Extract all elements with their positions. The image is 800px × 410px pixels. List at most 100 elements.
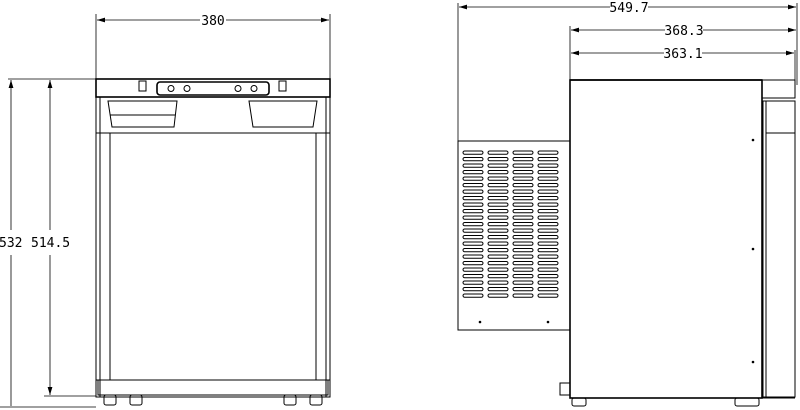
left-handle — [107, 100, 178, 128]
vent-slot — [537, 287, 559, 292]
vent-slot — [462, 189, 484, 194]
vent-slot — [487, 183, 509, 188]
vent-slot — [512, 235, 534, 240]
vent-slot — [537, 235, 559, 240]
vent-slot — [462, 196, 484, 201]
vent-slot — [462, 183, 484, 188]
vent-slot — [537, 209, 559, 214]
vent-slot — [487, 157, 509, 162]
foot — [734, 397, 760, 407]
vent-slot — [462, 176, 484, 181]
vent-slot — [537, 248, 559, 253]
knob-icon — [250, 85, 258, 92]
vent-slot — [462, 280, 484, 285]
vent-slot — [512, 228, 534, 233]
vent-slot — [512, 215, 534, 220]
vent-slot — [487, 222, 509, 227]
vent-slot — [512, 261, 534, 266]
vent-slot — [512, 163, 534, 168]
vent-slot — [537, 170, 559, 175]
vent-slot — [487, 176, 509, 181]
foot — [103, 394, 117, 406]
vent-slot — [537, 157, 559, 162]
vent-slot — [512, 170, 534, 175]
body-depth-label: 368.3 — [664, 24, 703, 39]
control-panel — [156, 81, 270, 96]
vent-slot — [462, 248, 484, 253]
vent-slot — [537, 261, 559, 266]
vent-slot — [462, 267, 484, 272]
vent-slot — [512, 254, 534, 259]
vent-slot — [512, 222, 534, 227]
vent-slot — [537, 189, 559, 194]
vent-slot — [487, 248, 509, 253]
knob-icon — [167, 85, 175, 92]
vent-slot — [512, 241, 534, 246]
vent-slot — [462, 274, 484, 279]
vent-slot — [537, 267, 559, 272]
vent-slot — [512, 274, 534, 279]
vent-slot — [537, 215, 559, 220]
vent-slot — [512, 293, 534, 298]
width-dimension-label: 380 — [201, 14, 224, 29]
vent-slot — [487, 235, 509, 240]
foot — [571, 397, 587, 407]
vent-slot — [537, 293, 559, 298]
door — [762, 100, 796, 398]
vent-slot — [537, 163, 559, 168]
vent-slot — [537, 280, 559, 285]
vent-slot — [487, 228, 509, 233]
vent-slot — [537, 241, 559, 246]
vent-slot — [487, 287, 509, 292]
vent-slot — [462, 261, 484, 266]
vent-slot — [462, 202, 484, 207]
vent-slot — [512, 248, 534, 253]
vent-slot — [537, 228, 559, 233]
vent-slot — [487, 293, 509, 298]
side-cabinet — [559, 79, 796, 407]
vent-slot — [487, 267, 509, 272]
vent-slot — [512, 157, 534, 162]
foot — [129, 394, 143, 406]
vent-slot — [462, 254, 484, 259]
front-cabinet — [95, 78, 331, 406]
vent-slot — [462, 215, 484, 220]
vent-grille — [462, 150, 559, 298]
vent-slot — [462, 170, 484, 175]
vent-slot — [462, 241, 484, 246]
vent-slot — [512, 176, 534, 181]
right-handle — [248, 100, 318, 128]
vent-slot — [487, 170, 509, 175]
width-dimension: 380 — [95, 14, 331, 79]
vent-slot — [462, 287, 484, 292]
body-height-label: 514.5 — [31, 236, 70, 251]
overall-height-label: 532 — [0, 236, 22, 251]
vent-slot — [487, 280, 509, 285]
vent-slot — [487, 163, 509, 168]
vent-slot — [512, 209, 534, 214]
vent-slot — [512, 150, 534, 155]
vent-slot — [537, 176, 559, 181]
vent-slot — [462, 222, 484, 227]
vent-slot — [487, 215, 509, 220]
vent-slot — [462, 150, 484, 155]
vent-slot — [537, 183, 559, 188]
vent-slot — [537, 202, 559, 207]
vent-slot — [462, 235, 484, 240]
cabinet-depth-label: 363.1 — [663, 47, 702, 62]
depth-dimensions: 549.7 368.3 363.1 — [457, 1, 798, 141]
vent-slot — [487, 202, 509, 207]
overall-depth-label: 549.7 — [609, 1, 648, 16]
foot — [309, 394, 323, 406]
vent-slot — [487, 254, 509, 259]
knob-icon — [183, 85, 191, 92]
vent-slot — [462, 209, 484, 214]
vent-slot — [462, 163, 484, 168]
vent-slot — [462, 228, 484, 233]
side-view: 549.7 368.3 363.1 — [457, 1, 798, 407]
vent-slot — [512, 183, 534, 188]
vent-slot — [512, 189, 534, 194]
vent-slot — [512, 196, 534, 201]
vent-slot — [512, 267, 534, 272]
vent-slot — [487, 150, 509, 155]
